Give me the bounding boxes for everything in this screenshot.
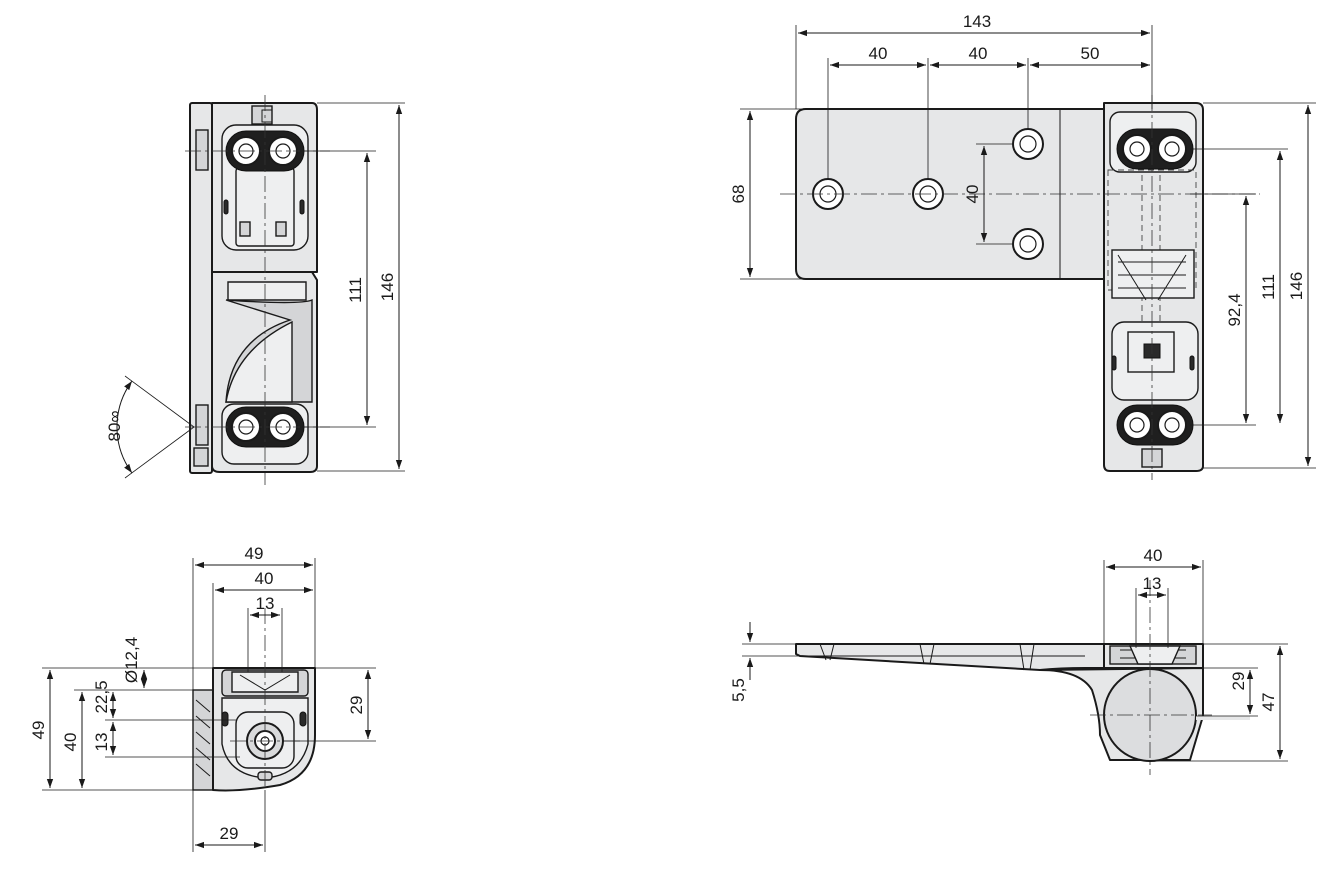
front-view: 146 111 80∞: [105, 95, 405, 485]
top-dim-143: 143: [963, 12, 991, 31]
top-dim-40-a: 40: [869, 44, 888, 63]
top-dim-40-vertical: 40: [963, 185, 982, 204]
side-view: 49 40 13 Ø12,4 22,5 13 49 40: [29, 544, 376, 852]
side-dim-49-width: 49: [245, 544, 264, 563]
front-dim-111: 111: [346, 277, 365, 303]
bottom-dim-29: 29: [1229, 672, 1248, 691]
top-dim-50: 50: [1081, 44, 1100, 63]
bottom-view: 40 13 5,5 29 47: [729, 546, 1288, 775]
side-dim-13-left: 13: [92, 733, 111, 752]
bottom-dim-13: 13: [1143, 574, 1162, 593]
plate-hole-3: [1012, 128, 1044, 160]
side-dim-29-bottom: 29: [220, 824, 239, 843]
side-dim-29-right: 29: [347, 696, 366, 715]
side-dim-49-height: 49: [29, 721, 48, 740]
top-dim-68: 68: [729, 185, 748, 204]
side-dim-22-5: 22,5: [92, 680, 111, 713]
side-dim-40-width: 40: [255, 569, 274, 588]
plate-hole-4: [1012, 228, 1044, 260]
bottom-dim-40: 40: [1144, 546, 1163, 565]
top-dim-92-4: 92,4: [1225, 293, 1244, 326]
top-view: 143 40 40 50 68 40 92,4 111 146: [729, 12, 1316, 480]
front-dim-146: 146: [378, 273, 397, 301]
top-dim-146: 146: [1287, 272, 1306, 300]
front-dim-angle: 80∞: [105, 410, 124, 441]
bottom-dim-47: 47: [1259, 693, 1278, 712]
side-dim-13-slot: 13: [256, 594, 275, 613]
side-dim-bore-diameter: Ø12,4: [122, 637, 141, 683]
top-dim-40-b: 40: [969, 44, 988, 63]
side-dim-40-height: 40: [61, 733, 80, 752]
bottom-dim-5-5: 5,5: [729, 678, 748, 702]
top-dim-111: 111: [1259, 274, 1278, 300]
